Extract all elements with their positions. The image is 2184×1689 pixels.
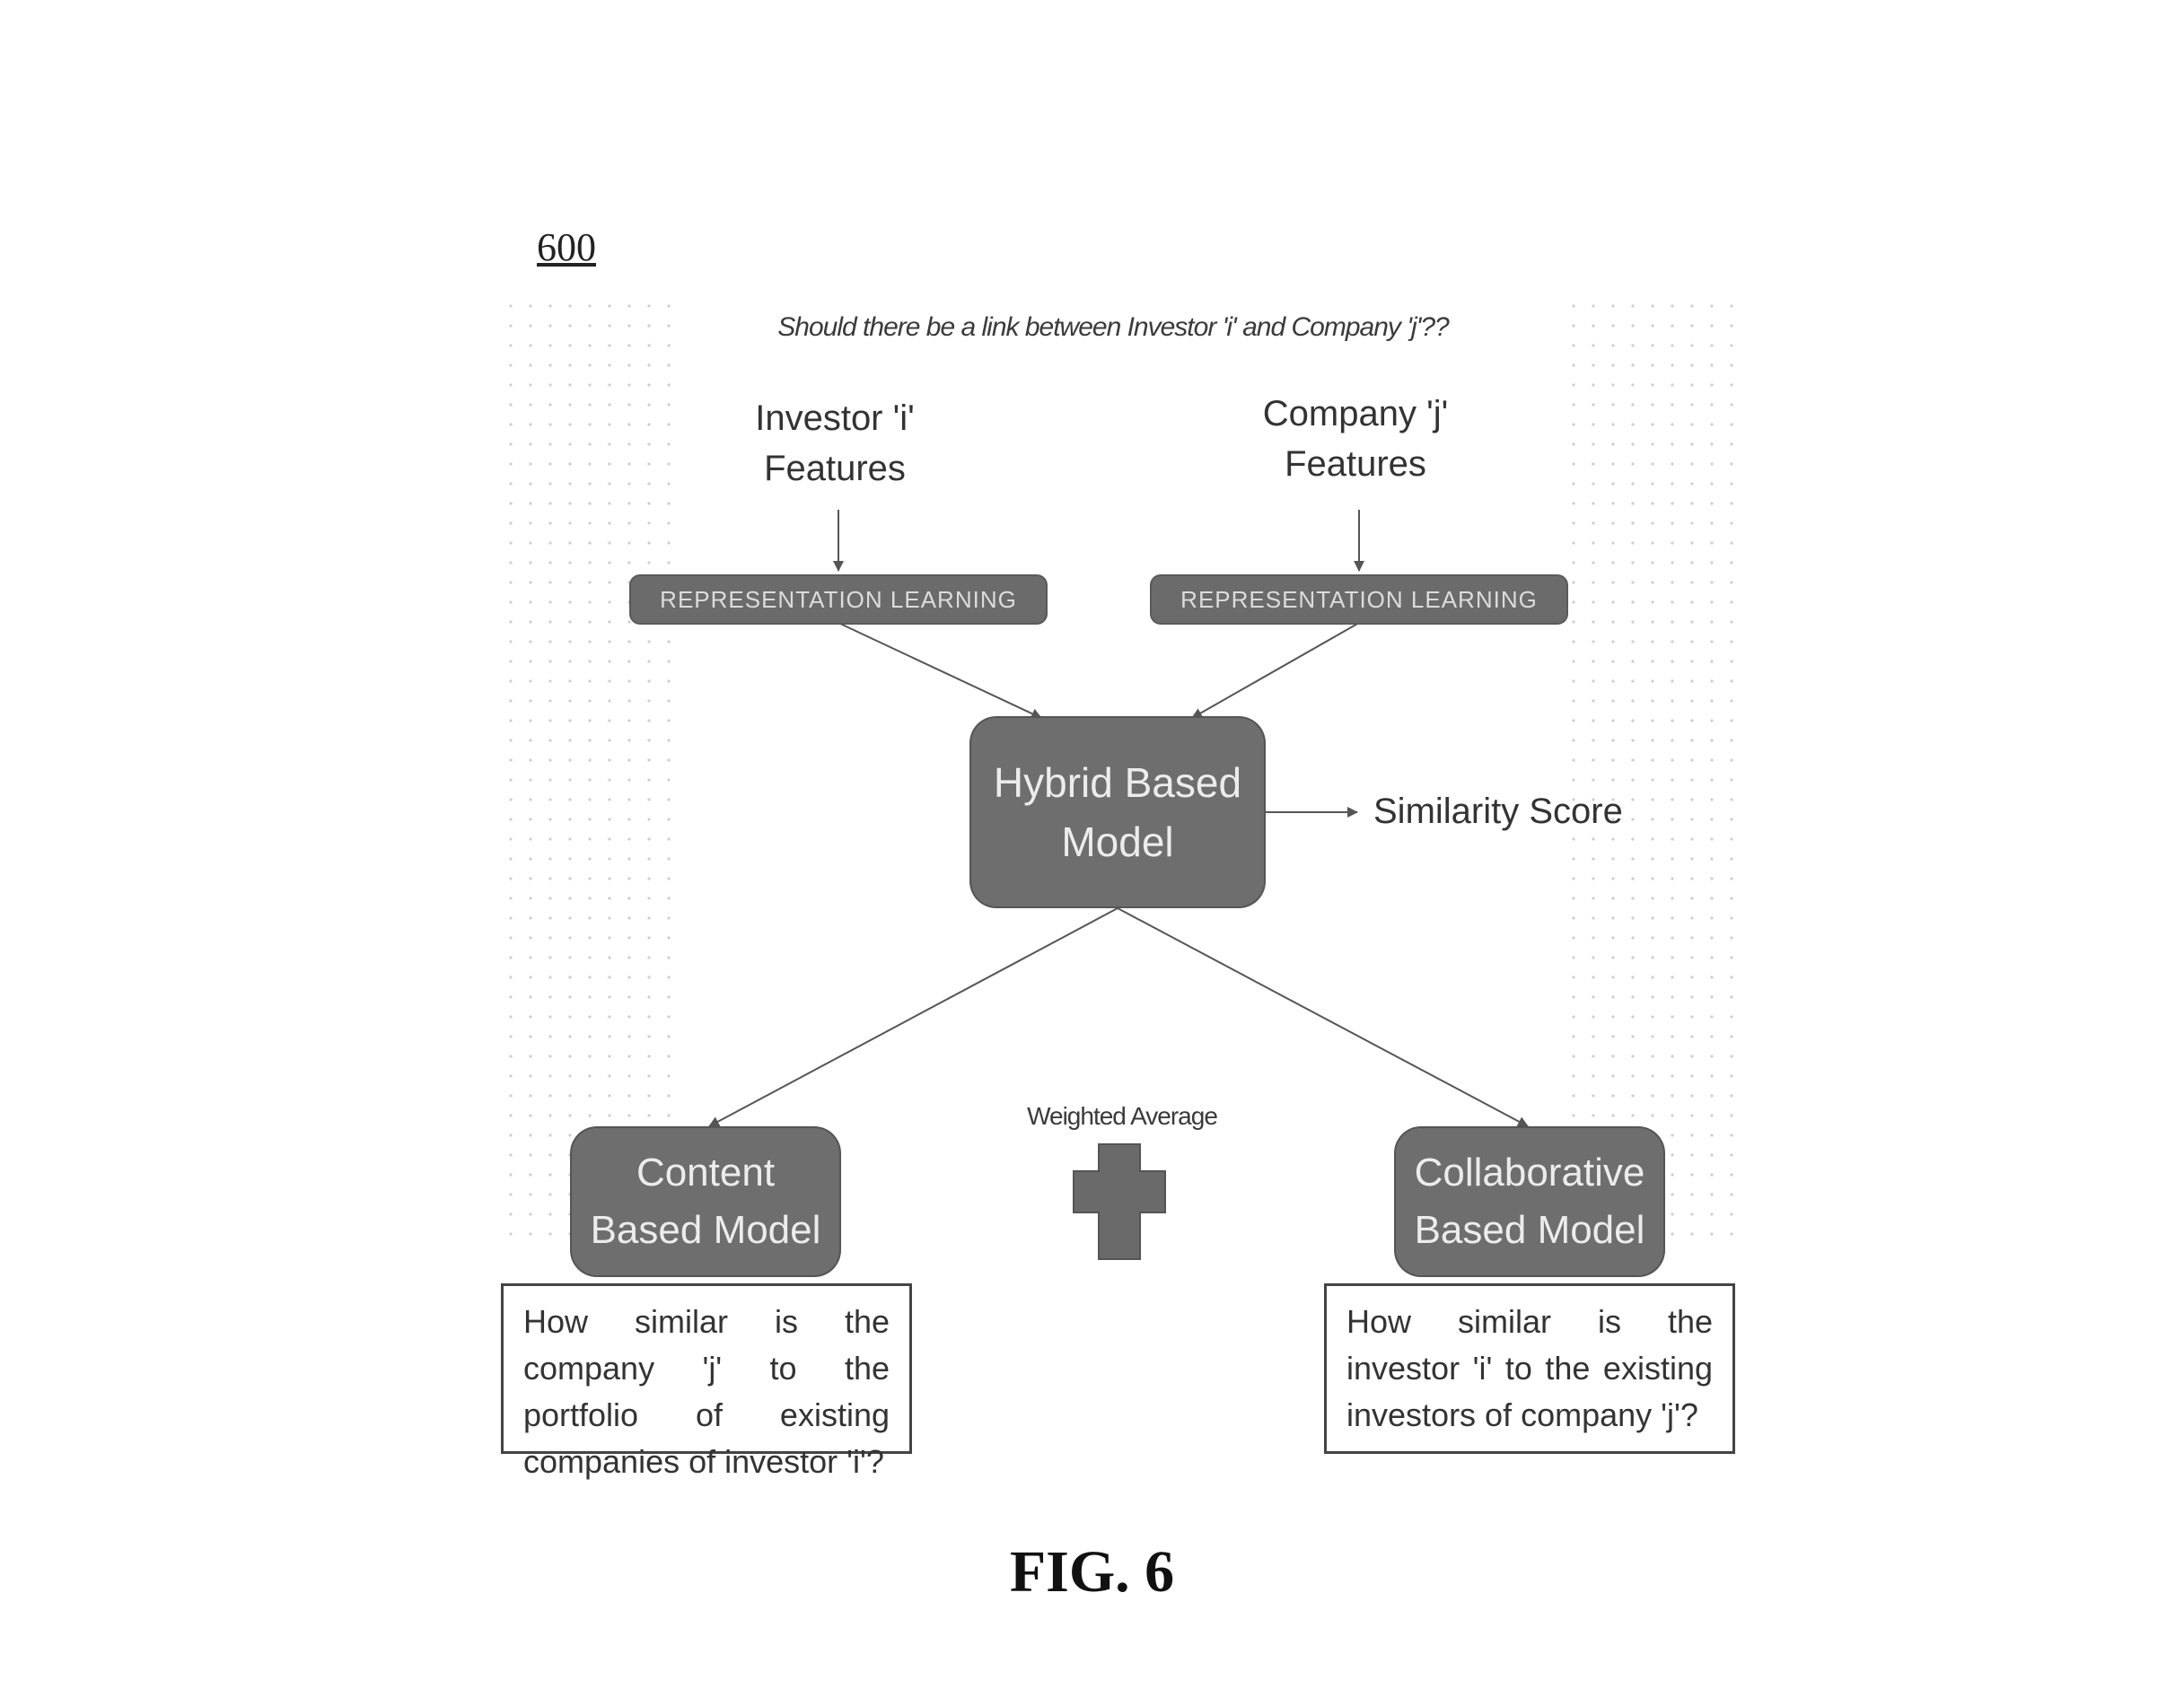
collab-model-line1: Collaborative xyxy=(1414,1151,1645,1195)
content-based-model-box: Content Based Model xyxy=(572,1128,839,1275)
content-model-line1: Content xyxy=(636,1151,776,1195)
representation-learning-right: REPRESENTATION LEARNING xyxy=(1152,576,1566,623)
similarity-score-label: Similarity Score xyxy=(1373,792,1623,831)
collaborative-based-model-box: Collaborative Based Model xyxy=(1396,1128,1663,1275)
hybrid-based-model-box: Hybrid Based Model xyxy=(971,718,1264,906)
company-features-label: Company 'j' Features xyxy=(1212,389,1499,489)
figure-number: 600 xyxy=(537,225,596,269)
representation-learning-left: REPRESENTATION LEARNING xyxy=(631,576,1046,623)
content-model-description: How similar is the company 'j' to the po… xyxy=(501,1283,912,1480)
investor-features-line1: Investor 'i' xyxy=(755,398,915,438)
collaborative-model-description: How similar is the investor 'i' to the e… xyxy=(1324,1283,1735,1454)
hybrid-model-line1: Hybrid Based xyxy=(993,759,1242,806)
arrow-hybrid-to-content xyxy=(708,907,1118,1127)
arrow-rep-right-to-hybrid xyxy=(1191,622,1360,719)
hybrid-model-line2: Model xyxy=(1061,818,1174,865)
arrow-rep-left-to-hybrid xyxy=(838,622,1042,719)
plus-icon xyxy=(1073,1143,1166,1260)
question-text: Should there be a link between Investor … xyxy=(777,312,1449,342)
company-features-line1: Company 'j' xyxy=(1262,394,1449,433)
company-features-line2: Features xyxy=(1285,444,1426,484)
dotted-guide-left xyxy=(501,296,673,1247)
collab-model-line2: Based Model xyxy=(1414,1208,1645,1252)
dotted-guide-right xyxy=(1564,296,1736,1247)
content-model-line2: Based Model xyxy=(590,1208,821,1252)
investor-features-label: Investor 'i' Features xyxy=(691,393,978,494)
investor-features-line2: Features xyxy=(764,449,906,488)
figure-caption: FIG. 6 xyxy=(1009,1539,1175,1605)
weighted-average-label: Weighted Average xyxy=(1027,1102,1218,1130)
arrow-hybrid-to-collab xyxy=(1117,907,1529,1127)
